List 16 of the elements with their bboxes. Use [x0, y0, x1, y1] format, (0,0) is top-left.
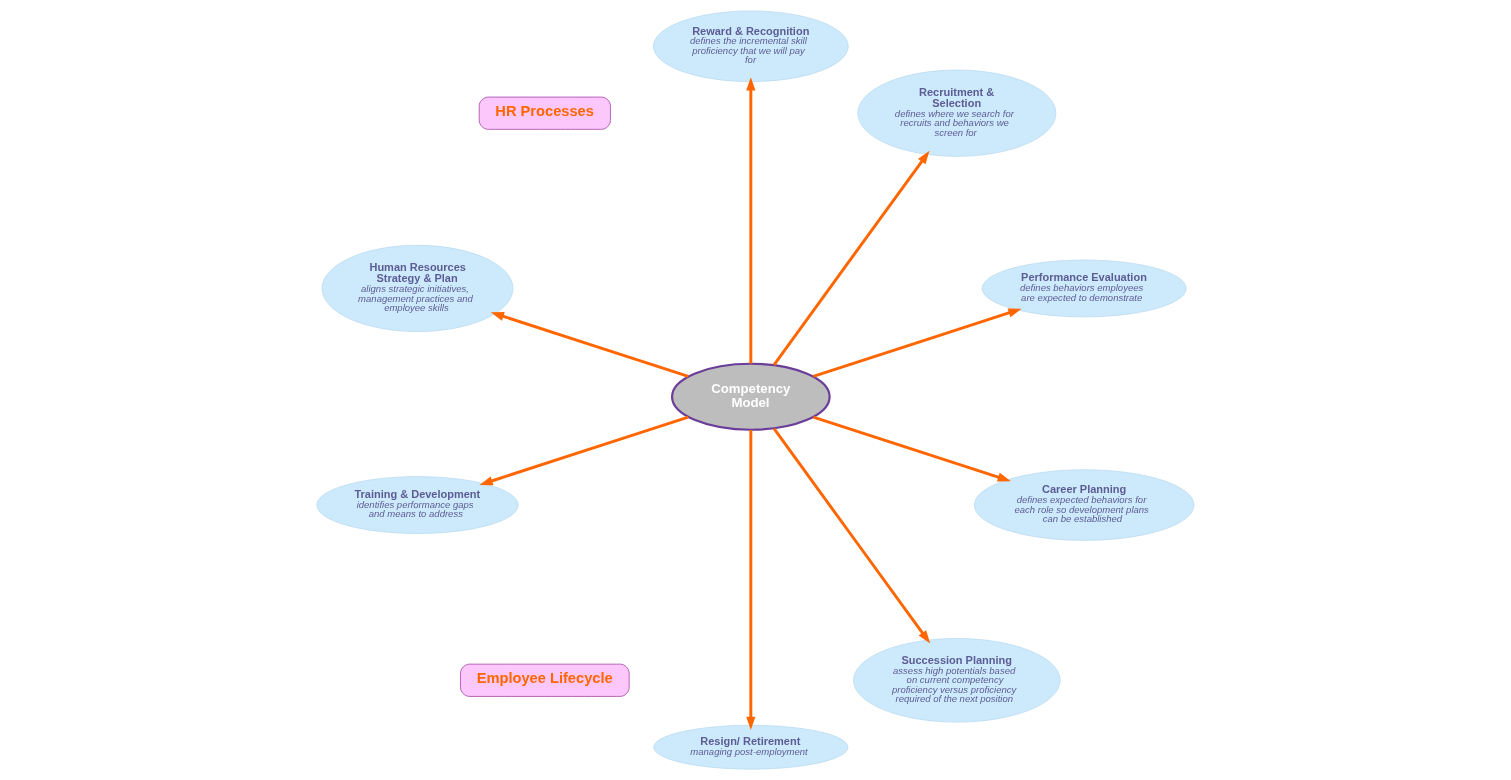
node-ellipse: Succession Planning assess high potentials based on current competency proficiency versus proficiency required of the next position	[853, 638, 1061, 723]
node-box: Employee Lifecycle	[460, 663, 630, 697]
node-ellipse: Resign/ Retirement managing post-employment	[653, 724, 849, 770]
node-ellipse: Recruitment & Selection defines where we search for recruits and behaviors we screen for	[857, 69, 1057, 157]
arrow	[772, 150, 930, 366]
node-ellipse: Competency Model	[670, 362, 831, 431]
arrow	[746, 77, 756, 364]
arrow	[812, 308, 1022, 378]
arrow	[490, 311, 689, 378]
arrow	[772, 427, 931, 644]
node-ellipse: Human Resources Strategy & Plan aligns strategic initiatives, management practices and employee skills	[321, 244, 514, 332]
node-ellipse: Reward & Recognition defines the incremental skill proficiency that we will pay for	[653, 10, 849, 82]
arrow	[479, 415, 689, 486]
node-box: HR Processes	[478, 96, 611, 130]
arrow	[812, 415, 1011, 482]
arrow	[746, 430, 756, 730]
